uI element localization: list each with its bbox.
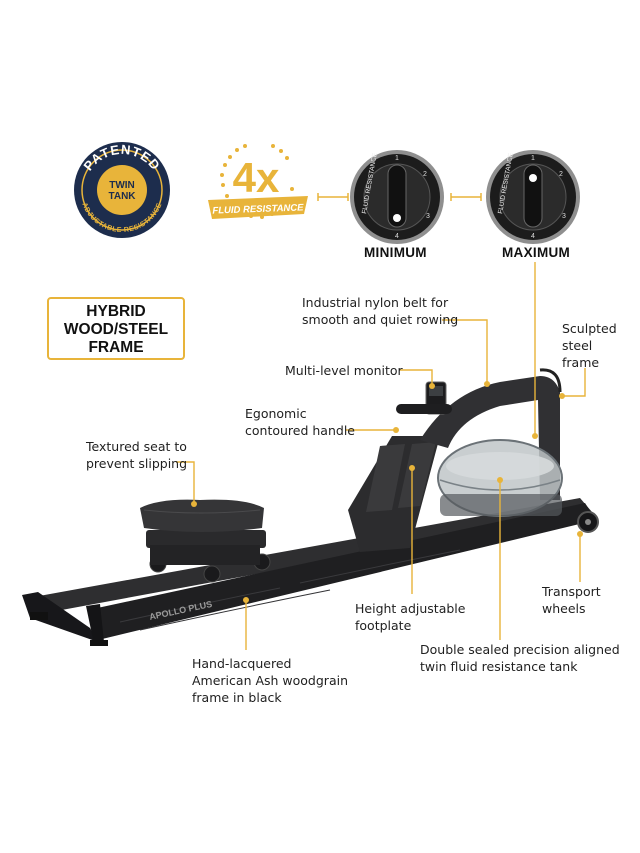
dial-minimum-ring-text: FLUID RESISTANCE <box>361 152 379 215</box>
tank-text: TANK <box>108 191 136 202</box>
dial-maximum-mark-3: 3 <box>562 213 566 220</box>
callout-tank: Double sealed precision aligned twin flu… <box>420 642 620 674</box>
dial-maximum-ring-text: FLUID RESISTANCE <box>497 152 515 215</box>
four-x-text: 4x <box>233 154 280 201</box>
frame-box-line-2: WOOD/STEEL <box>63 321 169 338</box>
dial-minimum-caption: MINIMUM <box>364 245 427 260</box>
brand-logo-text: APOLLO PLUS <box>148 599 213 622</box>
dial-maximum-caption: MAXIMUM <box>502 245 571 260</box>
dial-minimum-mark-2: 2 <box>423 171 427 178</box>
callout-belt: Industrial nylon belt for smooth and qui… <box>302 295 459 327</box>
svg-text:PATENTED: PATENTED <box>80 142 163 174</box>
twin-text: TWIN <box>109 180 135 191</box>
frame-box-line-3: FRAME <box>88 339 144 356</box>
fluid-resistance-ribbon-text: FLUID RESISTANCE <box>212 202 304 216</box>
callout-wheels: Transport wheels <box>542 584 601 616</box>
hybrid-frame-box: HYBRID WOOD/STEEL FRAME <box>47 297 185 360</box>
callout-wood-frame: Hand-lacquered American Ash woodgrain fr… <box>192 656 348 705</box>
dial-maximum-mark-4: 4 <box>531 233 535 240</box>
callout-steel-frame: Sculpted steel frame <box>562 321 617 370</box>
dial-maximum-mark-1: 1 <box>531 155 535 162</box>
dial-minimum-mark-4: 4 <box>395 233 399 240</box>
dial-minimum-mark-1: 1 <box>395 155 399 162</box>
adjustable-arc-text: ADJUSTABLE RESISTANCE <box>80 202 163 234</box>
callout-monitor: Multi-level monitor <box>285 363 403 378</box>
frame-box-line-1: HYBRID <box>86 303 146 320</box>
patented-arc-text: PATENTED <box>80 142 162 174</box>
callout-handle: Egonomic contoured handle <box>245 406 355 438</box>
dial-minimum-mark-3: 3 <box>426 213 430 220</box>
svg-text:ADJUSTABLE RESISTANCE: ADJUSTABLE RESISTANCE <box>80 202 163 234</box>
callout-seat: Textured seat to prevent slipping <box>86 439 188 471</box>
dial-maximum-mark-2: 2 <box>559 171 563 178</box>
callout-footplate: Height adjustable footplate <box>355 601 466 633</box>
